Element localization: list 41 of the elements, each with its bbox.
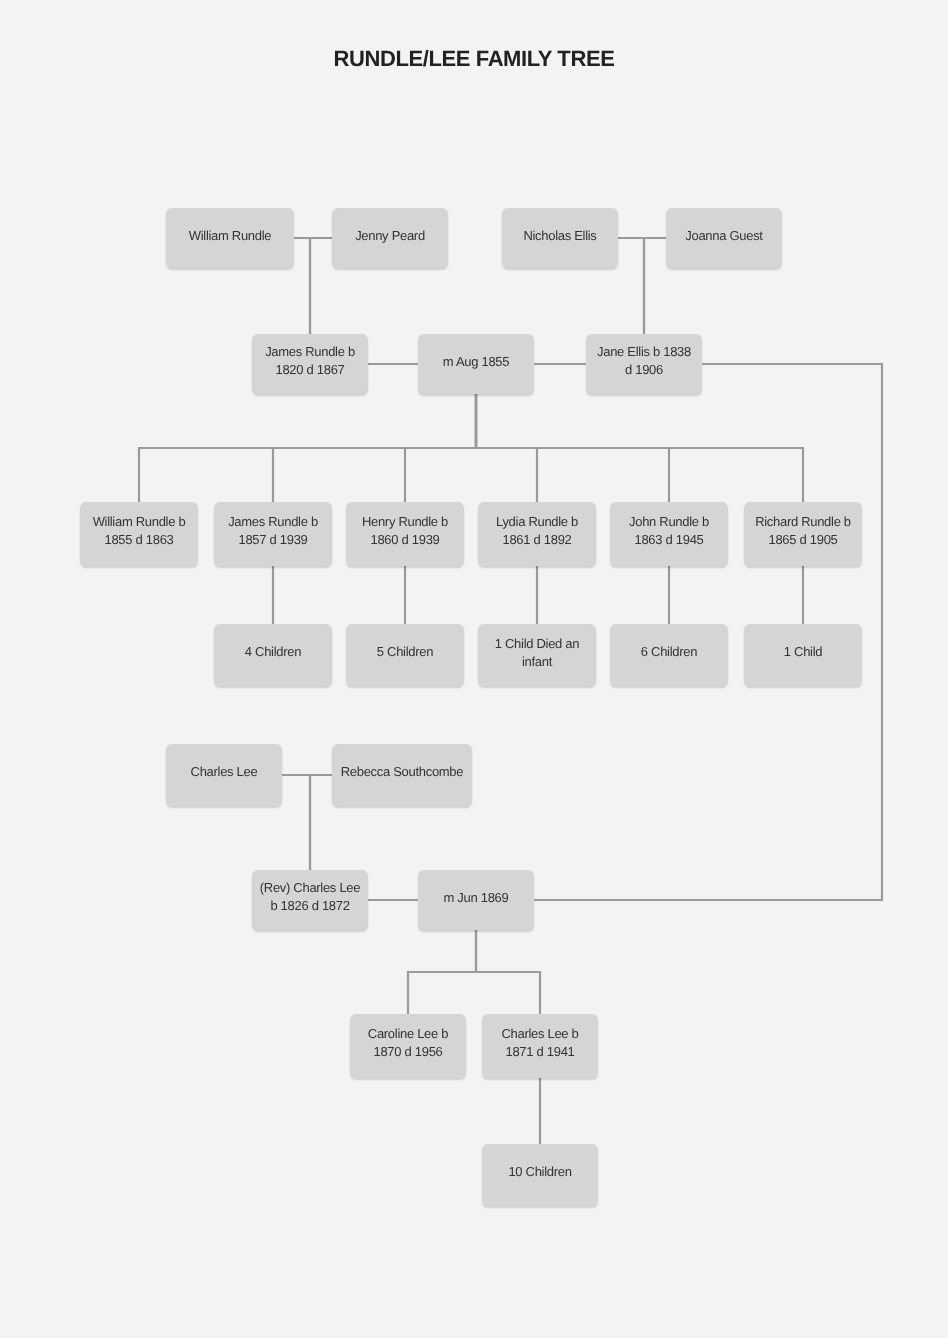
- person-box: [482, 1144, 598, 1206]
- person-box: [744, 502, 862, 566]
- person-box: [346, 624, 464, 686]
- person-box: [610, 502, 728, 566]
- connector-line: [368, 898, 418, 902]
- connector-line: [403, 566, 407, 624]
- connector-line: [538, 1078, 542, 1144]
- person-box: [610, 624, 728, 686]
- connector-line: [308, 773, 332, 870]
- person-box: [418, 334, 534, 394]
- diagram-title: RUNDLE/LEE FAMILY TREE: [333, 48, 615, 72]
- person-box: [478, 502, 596, 566]
- person-box: [350, 1014, 466, 1078]
- connector-line: [534, 362, 884, 902]
- person-box: [744, 624, 862, 686]
- connector-line: [667, 566, 671, 624]
- connector-line: [474, 930, 542, 1014]
- person-box: [332, 744, 472, 806]
- person-box: [166, 744, 282, 806]
- person-box: [214, 624, 332, 686]
- person-box: [332, 208, 448, 268]
- connector-line: [801, 566, 805, 624]
- person-box: [166, 208, 294, 268]
- connector-line: [474, 394, 805, 502]
- person-box: [80, 502, 198, 566]
- person-box: [346, 502, 464, 566]
- person-box: [478, 624, 596, 686]
- connector-line: [535, 566, 539, 624]
- person-box: [666, 208, 782, 268]
- person-box: [418, 870, 534, 930]
- person-box: [252, 870, 368, 930]
- person-box: [214, 502, 332, 566]
- connector-line: [368, 362, 418, 366]
- person-box: [482, 1014, 598, 1078]
- person-box: [502, 208, 618, 268]
- connector-line: [534, 362, 586, 366]
- connector-line: [308, 236, 332, 334]
- person-box: [252, 334, 368, 394]
- connector-line: [271, 566, 275, 624]
- connector-line: [642, 236, 666, 334]
- person-box: [586, 334, 702, 394]
